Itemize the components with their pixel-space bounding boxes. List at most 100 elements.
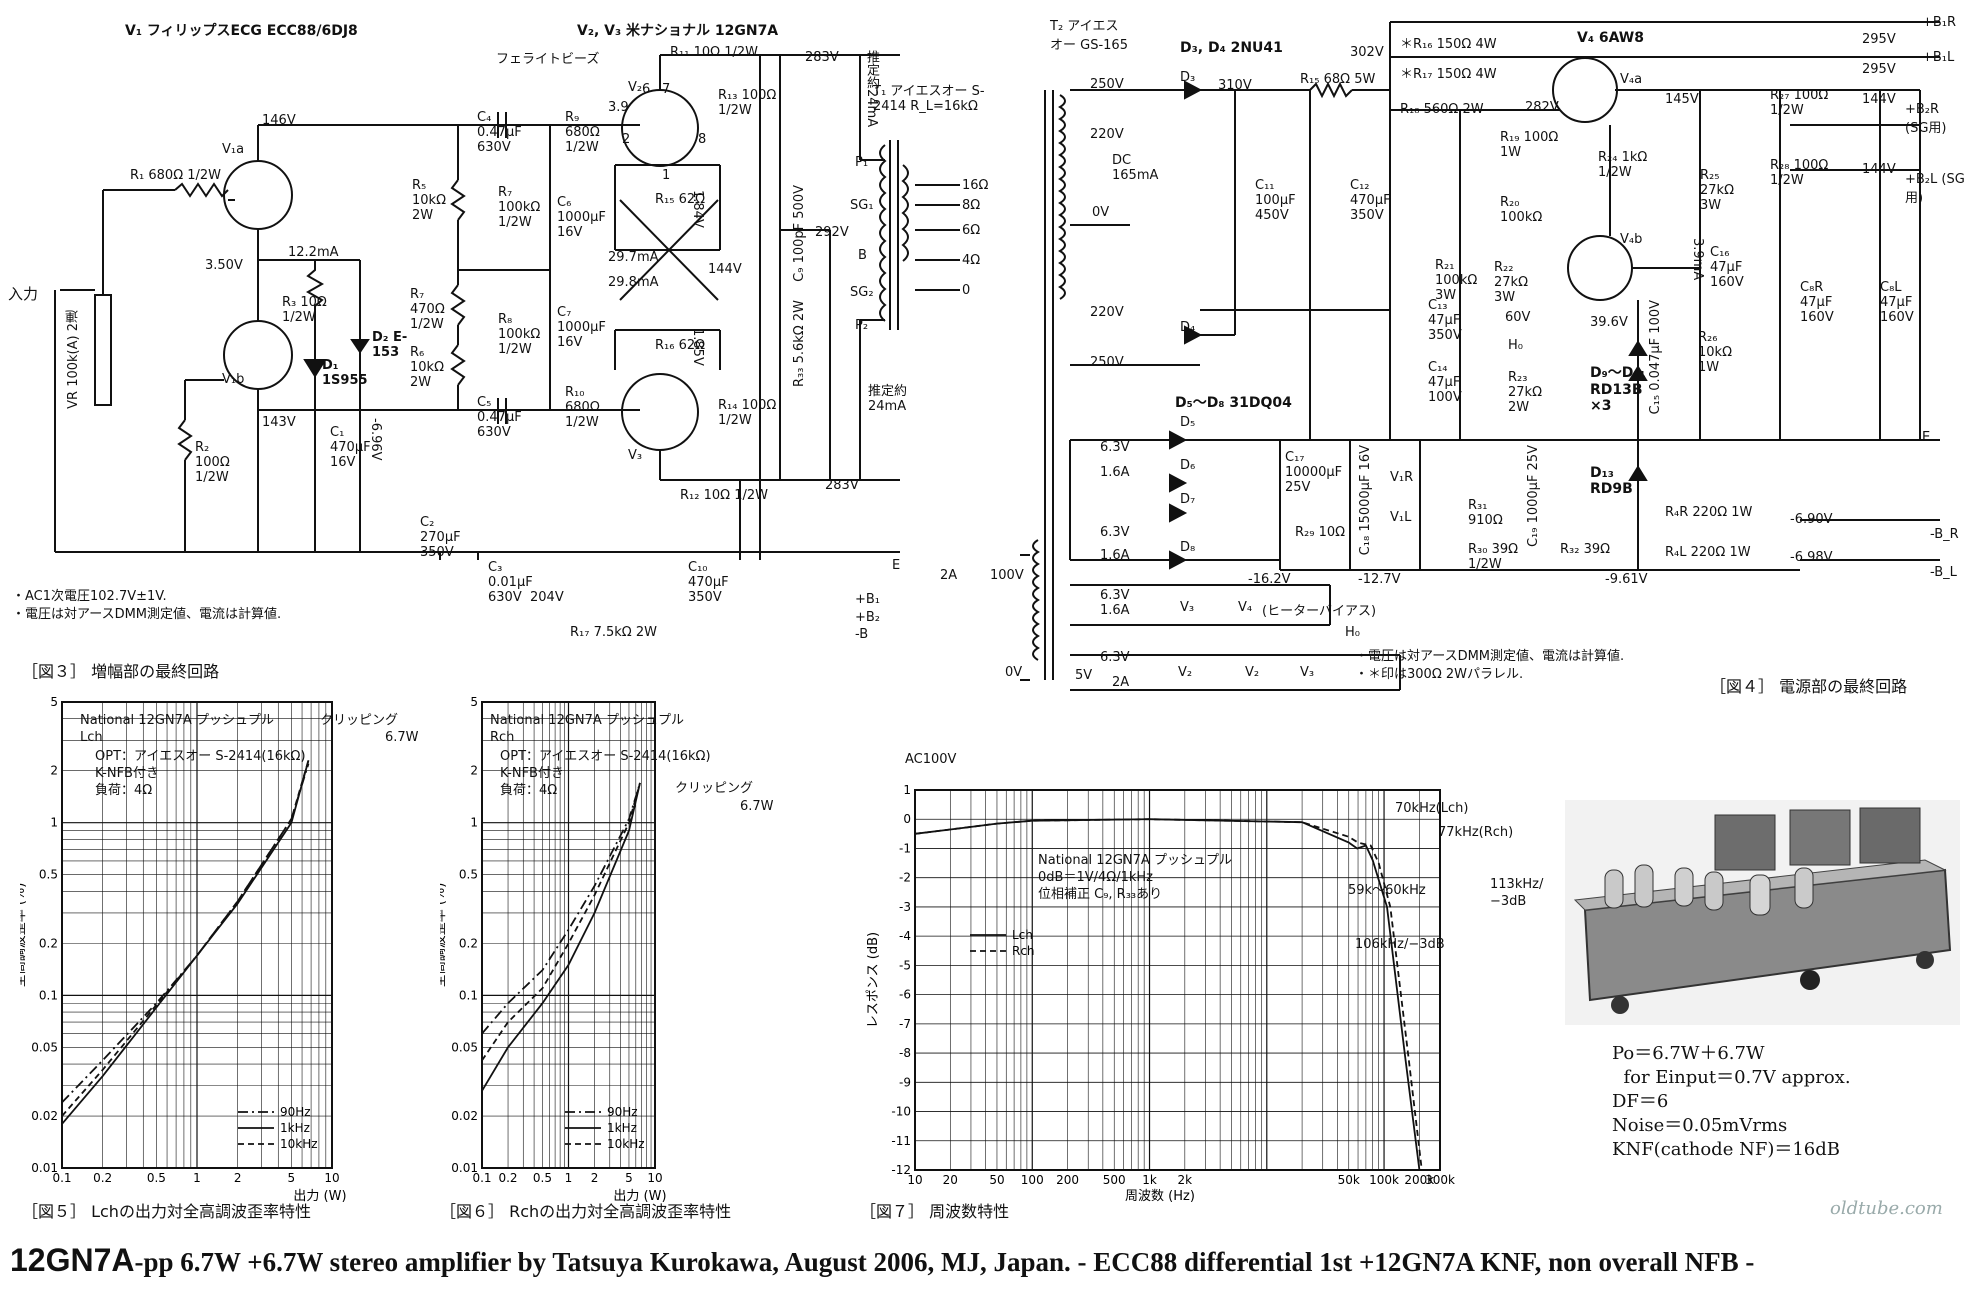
legend-label: 1kHz: [607, 1121, 637, 1135]
fig6-clip-value: 6.7W: [740, 799, 774, 814]
amp-label: R₁₂ 10Ω 1/2W: [680, 488, 768, 503]
psu-label: R₂₃ 27kΩ 2W: [1508, 370, 1543, 415]
psu-label: R₂₆ 10kΩ 1W: [1698, 330, 1733, 375]
amp-label: -B: [855, 627, 869, 642]
y-tick-label: -7: [899, 1017, 911, 1031]
x-tick-label: 50k: [1338, 1173, 1360, 1187]
psu-label: D₆: [1180, 458, 1196, 473]
psu-label: 282V: [1525, 100, 1559, 115]
psu-label: D₈: [1180, 540, 1196, 555]
y-tick-label: 0.02: [451, 1109, 478, 1123]
amp-label: V₂: [628, 80, 643, 95]
amp-label: R₇ 100kΩ 1/2W: [498, 185, 541, 230]
amp-label: D₁ 1S955: [322, 358, 368, 388]
spec-line: KNF(cathode NF)＝16dB: [1612, 1139, 1840, 1160]
legend-label: 1kHz: [280, 1121, 310, 1135]
footer-rest: -pp 6.7W +6.7W stereo amplifier by Tatsu…: [134, 1247, 1755, 1277]
y-tick-label: 1: [903, 783, 911, 797]
x-tick-label: 10: [907, 1173, 922, 1187]
y-tick-label: 0.2: [39, 936, 58, 950]
amp-label: +B₂: [855, 610, 881, 625]
amp-label: R₁₀ 680Ω 1/2W: [565, 385, 600, 430]
psu-label: ＊R₁₆ 150Ω 4W: [1400, 37, 1497, 52]
psu-label: V₁L: [1390, 510, 1412, 525]
psu-label: +B₂L (SG用): [1905, 172, 1965, 206]
amp-label: P₂: [855, 318, 869, 333]
psu-label: H₀: [1345, 625, 1360, 640]
vr-label: VR 100k(A) 2連: [66, 310, 81, 409]
y-tick-label: 2: [470, 764, 478, 778]
amp-label: 1.84V: [690, 190, 705, 228]
fig7-callout: 59k〜60kHz: [1348, 883, 1426, 898]
psu-label: V₂: [1245, 665, 1260, 680]
psu-label: R₂₅ 27kΩ 3W: [1700, 168, 1735, 213]
ferrite-label: フェライトビーズ: [496, 52, 600, 67]
amp-label: 3.9: [608, 100, 629, 115]
psu-label: 3.9mA: [1690, 238, 1705, 281]
series-line-90hz: [481, 782, 641, 1035]
d5d8-label: D₅〜D₈ 31DQ04: [1175, 395, 1292, 411]
psu-label: 250V: [1090, 77, 1124, 92]
psu-label: 0V: [1092, 205, 1110, 220]
x-tick-label: 20: [943, 1173, 958, 1187]
amp-label: 12.2mA: [288, 245, 339, 260]
psu-label: D₃: [1180, 70, 1196, 85]
amp-label: R₂ 100Ω 1/2W: [195, 440, 230, 485]
amp-label: 16Ω: [962, 178, 989, 193]
psu-label: V₄: [1238, 600, 1253, 615]
y-tick-label: 0.2: [459, 936, 478, 950]
v4-label: V₄ 6AW8: [1577, 30, 1644, 46]
fig5-annotation: OPT：アイエスオー S-2414(16kΩ): [95, 749, 306, 764]
psu-label: 6.3V: [1100, 525, 1130, 540]
fig7-annotation: National 12GN7A プッシュプル: [1038, 853, 1232, 868]
amp-label: R₆ 10kΩ 2W: [410, 345, 445, 390]
psu-label: 60V: [1505, 310, 1531, 325]
x-tick-label: 100: [1021, 1173, 1044, 1187]
psu-label: C₁₆ 47μF 160V: [1710, 245, 1744, 290]
footer-big: 12GN7A: [10, 1242, 135, 1278]
psu-label: 2A: [940, 568, 958, 583]
x-tick-label: 1: [565, 1171, 573, 1185]
amp-label: C₁ 470μF 16V: [330, 425, 371, 470]
psu-label: C₁₁ 100μF 450V: [1255, 178, 1296, 223]
x-tick-label: 300k: [1425, 1173, 1455, 1187]
y-tick-label: 0.02: [31, 1109, 58, 1123]
y-tick-label: 0.5: [459, 868, 478, 882]
amp-label: 1: [662, 168, 671, 183]
psu-label: 145V: [1665, 92, 1699, 107]
psu-label: D₄: [1180, 320, 1196, 335]
legend-label: 90Hz: [280, 1105, 311, 1119]
psu-label: DC 165mA: [1112, 153, 1159, 183]
amp-label: B: [858, 248, 867, 263]
amp-note: ・AC1次電圧102.7V±1V.: [12, 589, 167, 604]
amp-label: R₁₆ 62Ω: [655, 338, 706, 353]
psu-label: R₂₁ 100kΩ 3W: [1435, 258, 1478, 303]
psu-label: V₃: [1300, 665, 1315, 680]
amp-label: P₁: [855, 155, 869, 170]
y-tick-label: 0: [903, 812, 911, 826]
amp-label: R₁₄ 100Ω 1/2W: [718, 398, 777, 428]
psu-label: R₂₇ 100Ω 1/2W: [1770, 88, 1829, 118]
psu-label: 144V: [1862, 162, 1896, 177]
fig6-annotation: OPT：アイエスオー S-2414(16kΩ): [500, 749, 711, 764]
x-tick-label: 0.1: [52, 1171, 71, 1185]
legend-label: 90Hz: [607, 1105, 638, 1119]
fig7-annotation: 0dB＝1V/4Ω/1kHz: [1038, 870, 1153, 885]
amp-label: 8Ω: [962, 198, 981, 213]
psu-label: 100V: [990, 568, 1024, 583]
series-line-10khz: [481, 782, 641, 1061]
psu-label: -6.90V: [1790, 512, 1833, 527]
psu-label: H₀: [1508, 338, 1523, 353]
psu-label: 220V: [1090, 305, 1124, 320]
psu-label: +B₁R: [1922, 15, 1957, 30]
series-line-10khz: [61, 759, 310, 1117]
x-tick-label: 2: [591, 1171, 599, 1185]
amp-label: R₈ 100kΩ 1/2W: [498, 312, 541, 357]
psu-label: C₁₂ 470μF 350V: [1350, 178, 1391, 223]
estimate-bottom: 推定約24mA: [868, 384, 908, 414]
psu-label: R₂₀ 100kΩ: [1500, 195, 1543, 225]
fig5-annotation: K-NFB付き: [95, 766, 159, 781]
y-tick-label: 1: [50, 816, 58, 830]
